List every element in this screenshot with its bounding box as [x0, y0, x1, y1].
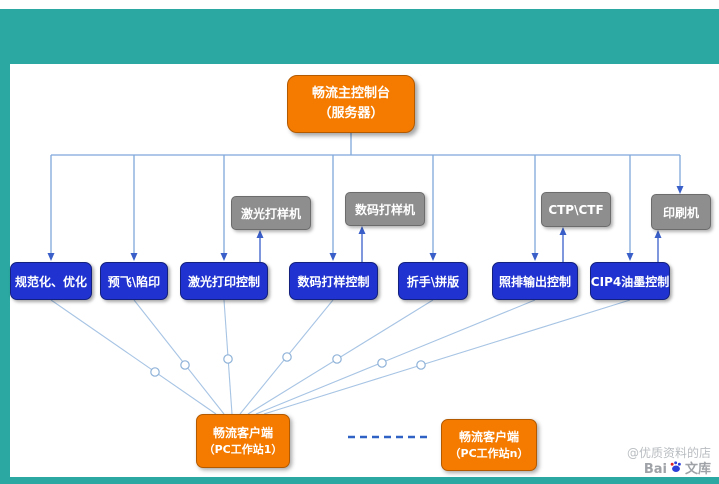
link-node-circles [150, 352, 426, 377]
server-title: 畅流主控制台 [311, 85, 390, 101]
brand-text-right: 文库 [684, 461, 711, 477]
device-press: 印刷机 [651, 194, 711, 230]
module-label: 照排输出控制 [498, 274, 571, 289]
window-chrome-left [0, 9, 10, 484]
module-folding-imposition: 折手\拼版 [398, 262, 468, 300]
window-chrome-top [0, 9, 719, 64]
device-up-links [259, 234, 659, 262]
module-label: 数码打样控制 [297, 274, 370, 289]
node-server: 畅流主控制台 （服务器） [287, 75, 415, 133]
module-label: 折手\拼版 [406, 274, 460, 289]
client-title: 畅流客户端 [458, 429, 519, 444]
device-label: 印刷机 [662, 205, 699, 220]
module-imagesetter-output-control: 照排输出控制 [492, 262, 578, 300]
watermark: @优质资料的店 Bai 文库 [627, 446, 711, 479]
module-label: CIP4油墨控制 [590, 274, 670, 289]
watermark-brand: Bai 文库 [627, 460, 711, 479]
client-title: 畅流客户端 [212, 425, 273, 440]
module-label: 激光打印控制 [187, 274, 260, 289]
module-laser-print-control: 激光打印控制 [180, 262, 268, 300]
module-cip4-ink-control: CIP4油墨控制 [590, 262, 670, 300]
module-label: 规范化、优化 [14, 274, 87, 289]
device-laser-proofer: 激光打样机 [231, 196, 311, 230]
device-label: 数码打样机 [354, 202, 415, 217]
client-links [50, 299, 631, 415]
client-subtitle: （PC工作站1） [203, 442, 283, 456]
server-subtitle: （服务器） [318, 106, 384, 121]
module-label: 预飞\陷印 [107, 274, 161, 289]
brand-text-left: Bai [643, 461, 667, 477]
device-label: CTP\CTF [548, 202, 604, 217]
client-subtitle: （PC工作站n） [449, 446, 529, 460]
module-digital-proof-control: 数码打样控制 [289, 262, 378, 300]
baidu-paw-icon [669, 460, 683, 479]
module-preflight-trap: 预飞\陷印 [100, 262, 168, 300]
device-digital-proofer: 数码打样机 [345, 192, 425, 226]
window-chrome-bottom [0, 477, 719, 484]
client-workstation-n: 畅流客户端 （PC工作站n） [441, 419, 537, 471]
module-normalize-optimize: 规范化、优化 [10, 262, 92, 300]
device-label: 激光打样机 [240, 206, 301, 221]
client-workstation-1: 畅流客户端 （PC工作站1） [196, 414, 290, 468]
watermark-shop-text: @优质资料的店 [626, 446, 711, 460]
device-ctp-ctf: CTP\CTF [541, 192, 611, 227]
device-up-arrowheads [256, 226, 662, 238]
